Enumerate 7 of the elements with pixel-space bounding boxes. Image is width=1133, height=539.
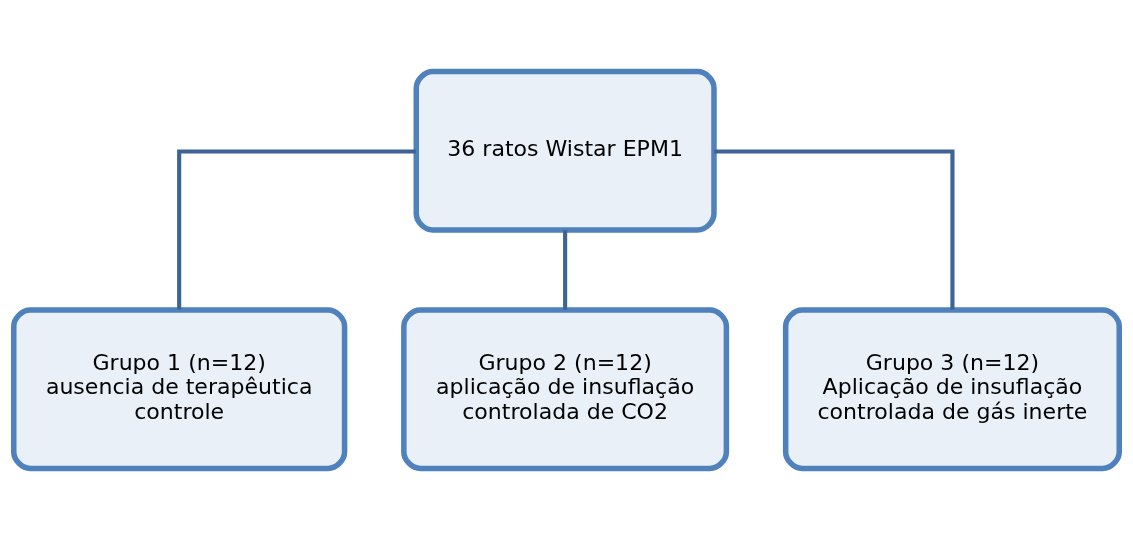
connector <box>563 229 568 310</box>
connector <box>177 148 416 309</box>
node-box: Grupo 3 (n=12) Aplicação de insuflação controlada de gás inerte <box>782 306 1122 471</box>
node-box: 36 ratos Wistar EPM1 <box>413 68 717 233</box>
node-box: Grupo 2 (n=12) aplicação de insuflação controlada de CO2 <box>401 306 730 471</box>
node-box: Grupo 1 (n=12) ausencia de terapêutica controle <box>11 306 348 471</box>
connector <box>714 148 955 309</box>
